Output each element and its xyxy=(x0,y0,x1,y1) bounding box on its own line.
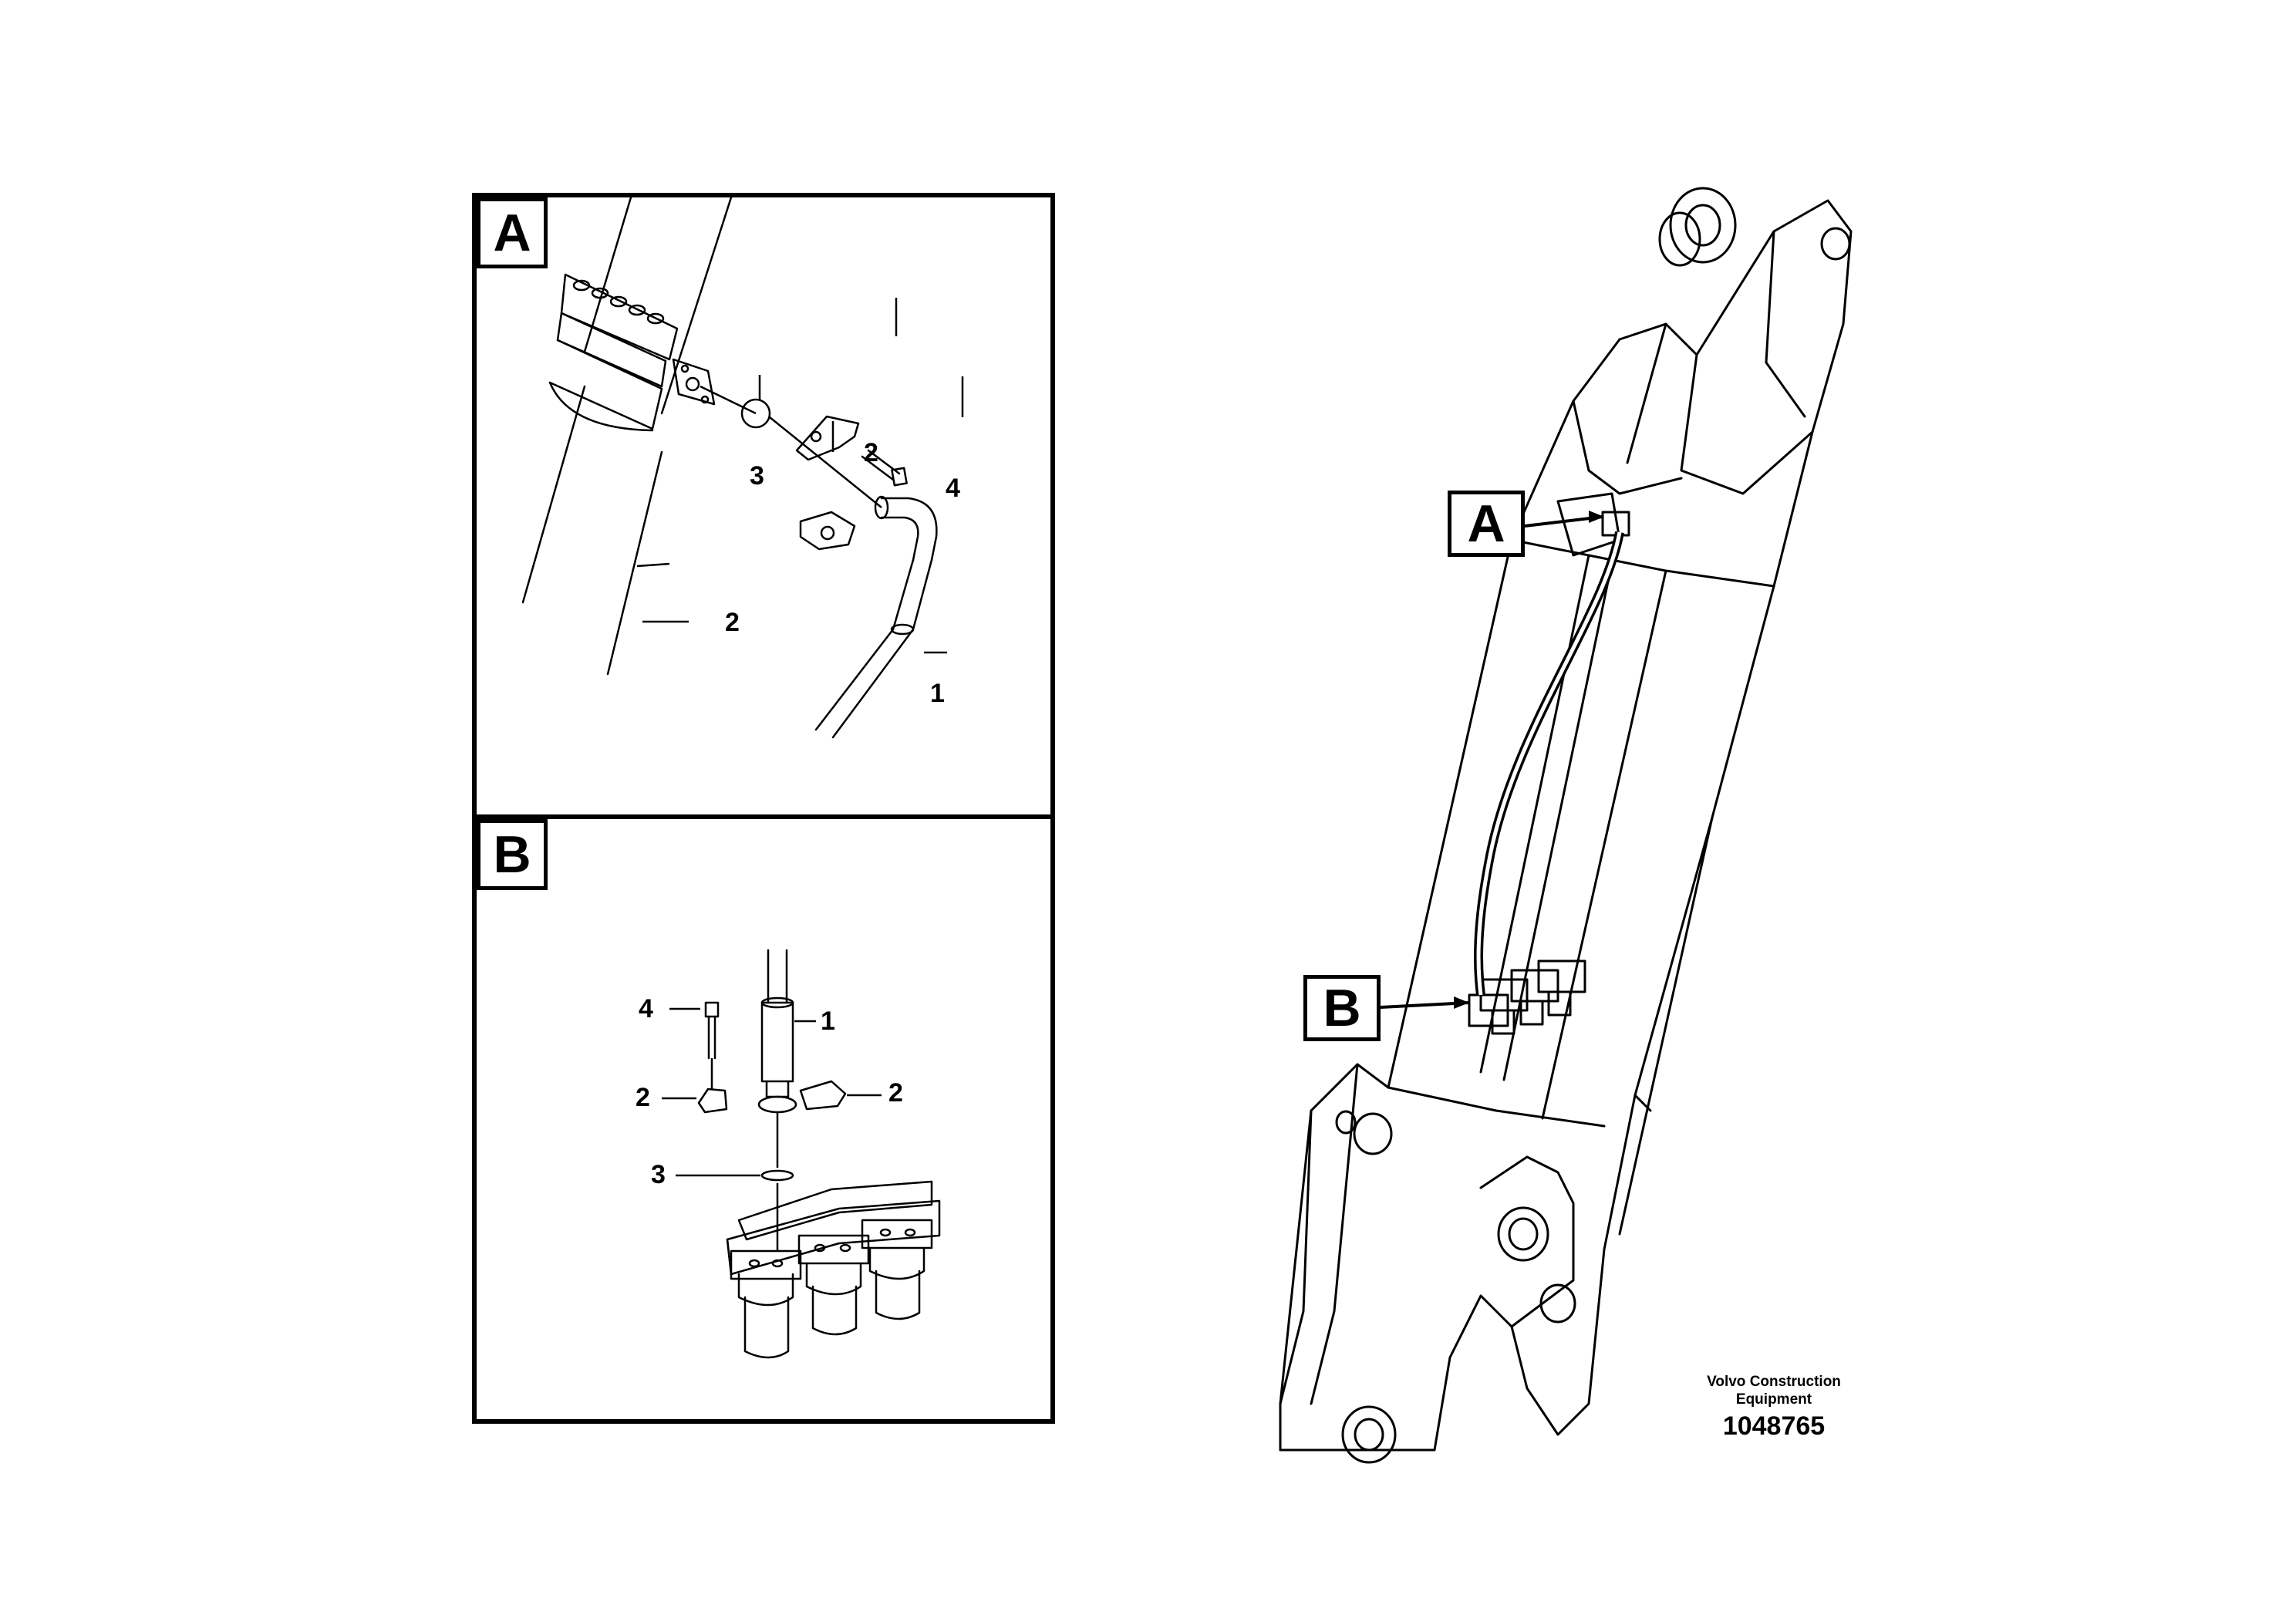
brand-line-1: Volvo Construction xyxy=(1707,1374,1841,1390)
callout-b-2-right: 2 xyxy=(888,1078,903,1108)
callout-a-2-lower: 2 xyxy=(725,608,740,637)
detail-a-callout: A xyxy=(1448,491,1525,557)
callout-a-4: 4 xyxy=(946,474,960,503)
callout-b-1: 1 xyxy=(821,1007,835,1036)
boom-hose xyxy=(1474,531,1624,996)
detail-a-illustration xyxy=(521,197,964,739)
panel-b-tag: B xyxy=(477,819,548,890)
panel-a-tag: A xyxy=(477,197,548,268)
brand-label: Volvo Construction Equipment xyxy=(1666,1373,1882,1408)
part-number: 1048765 xyxy=(1722,1411,1826,1441)
detail-panel-a: A xyxy=(472,193,1055,819)
callout-b-3: 3 xyxy=(651,1160,666,1189)
brand-line-2: Equipment xyxy=(1735,1391,1812,1408)
o-ring-part xyxy=(740,398,771,429)
detail-b-callout: B xyxy=(1303,975,1381,1041)
callout-a-3: 3 xyxy=(750,461,764,491)
callout-a-2-upper: 2 xyxy=(864,438,878,467)
detail-panel-b: B xyxy=(472,814,1055,1424)
callout-b-2-left: 2 xyxy=(636,1083,650,1112)
callout-a-1: 1 xyxy=(930,679,945,708)
callout-b-4: 4 xyxy=(639,994,653,1023)
detail-b-illustration xyxy=(662,949,941,1359)
